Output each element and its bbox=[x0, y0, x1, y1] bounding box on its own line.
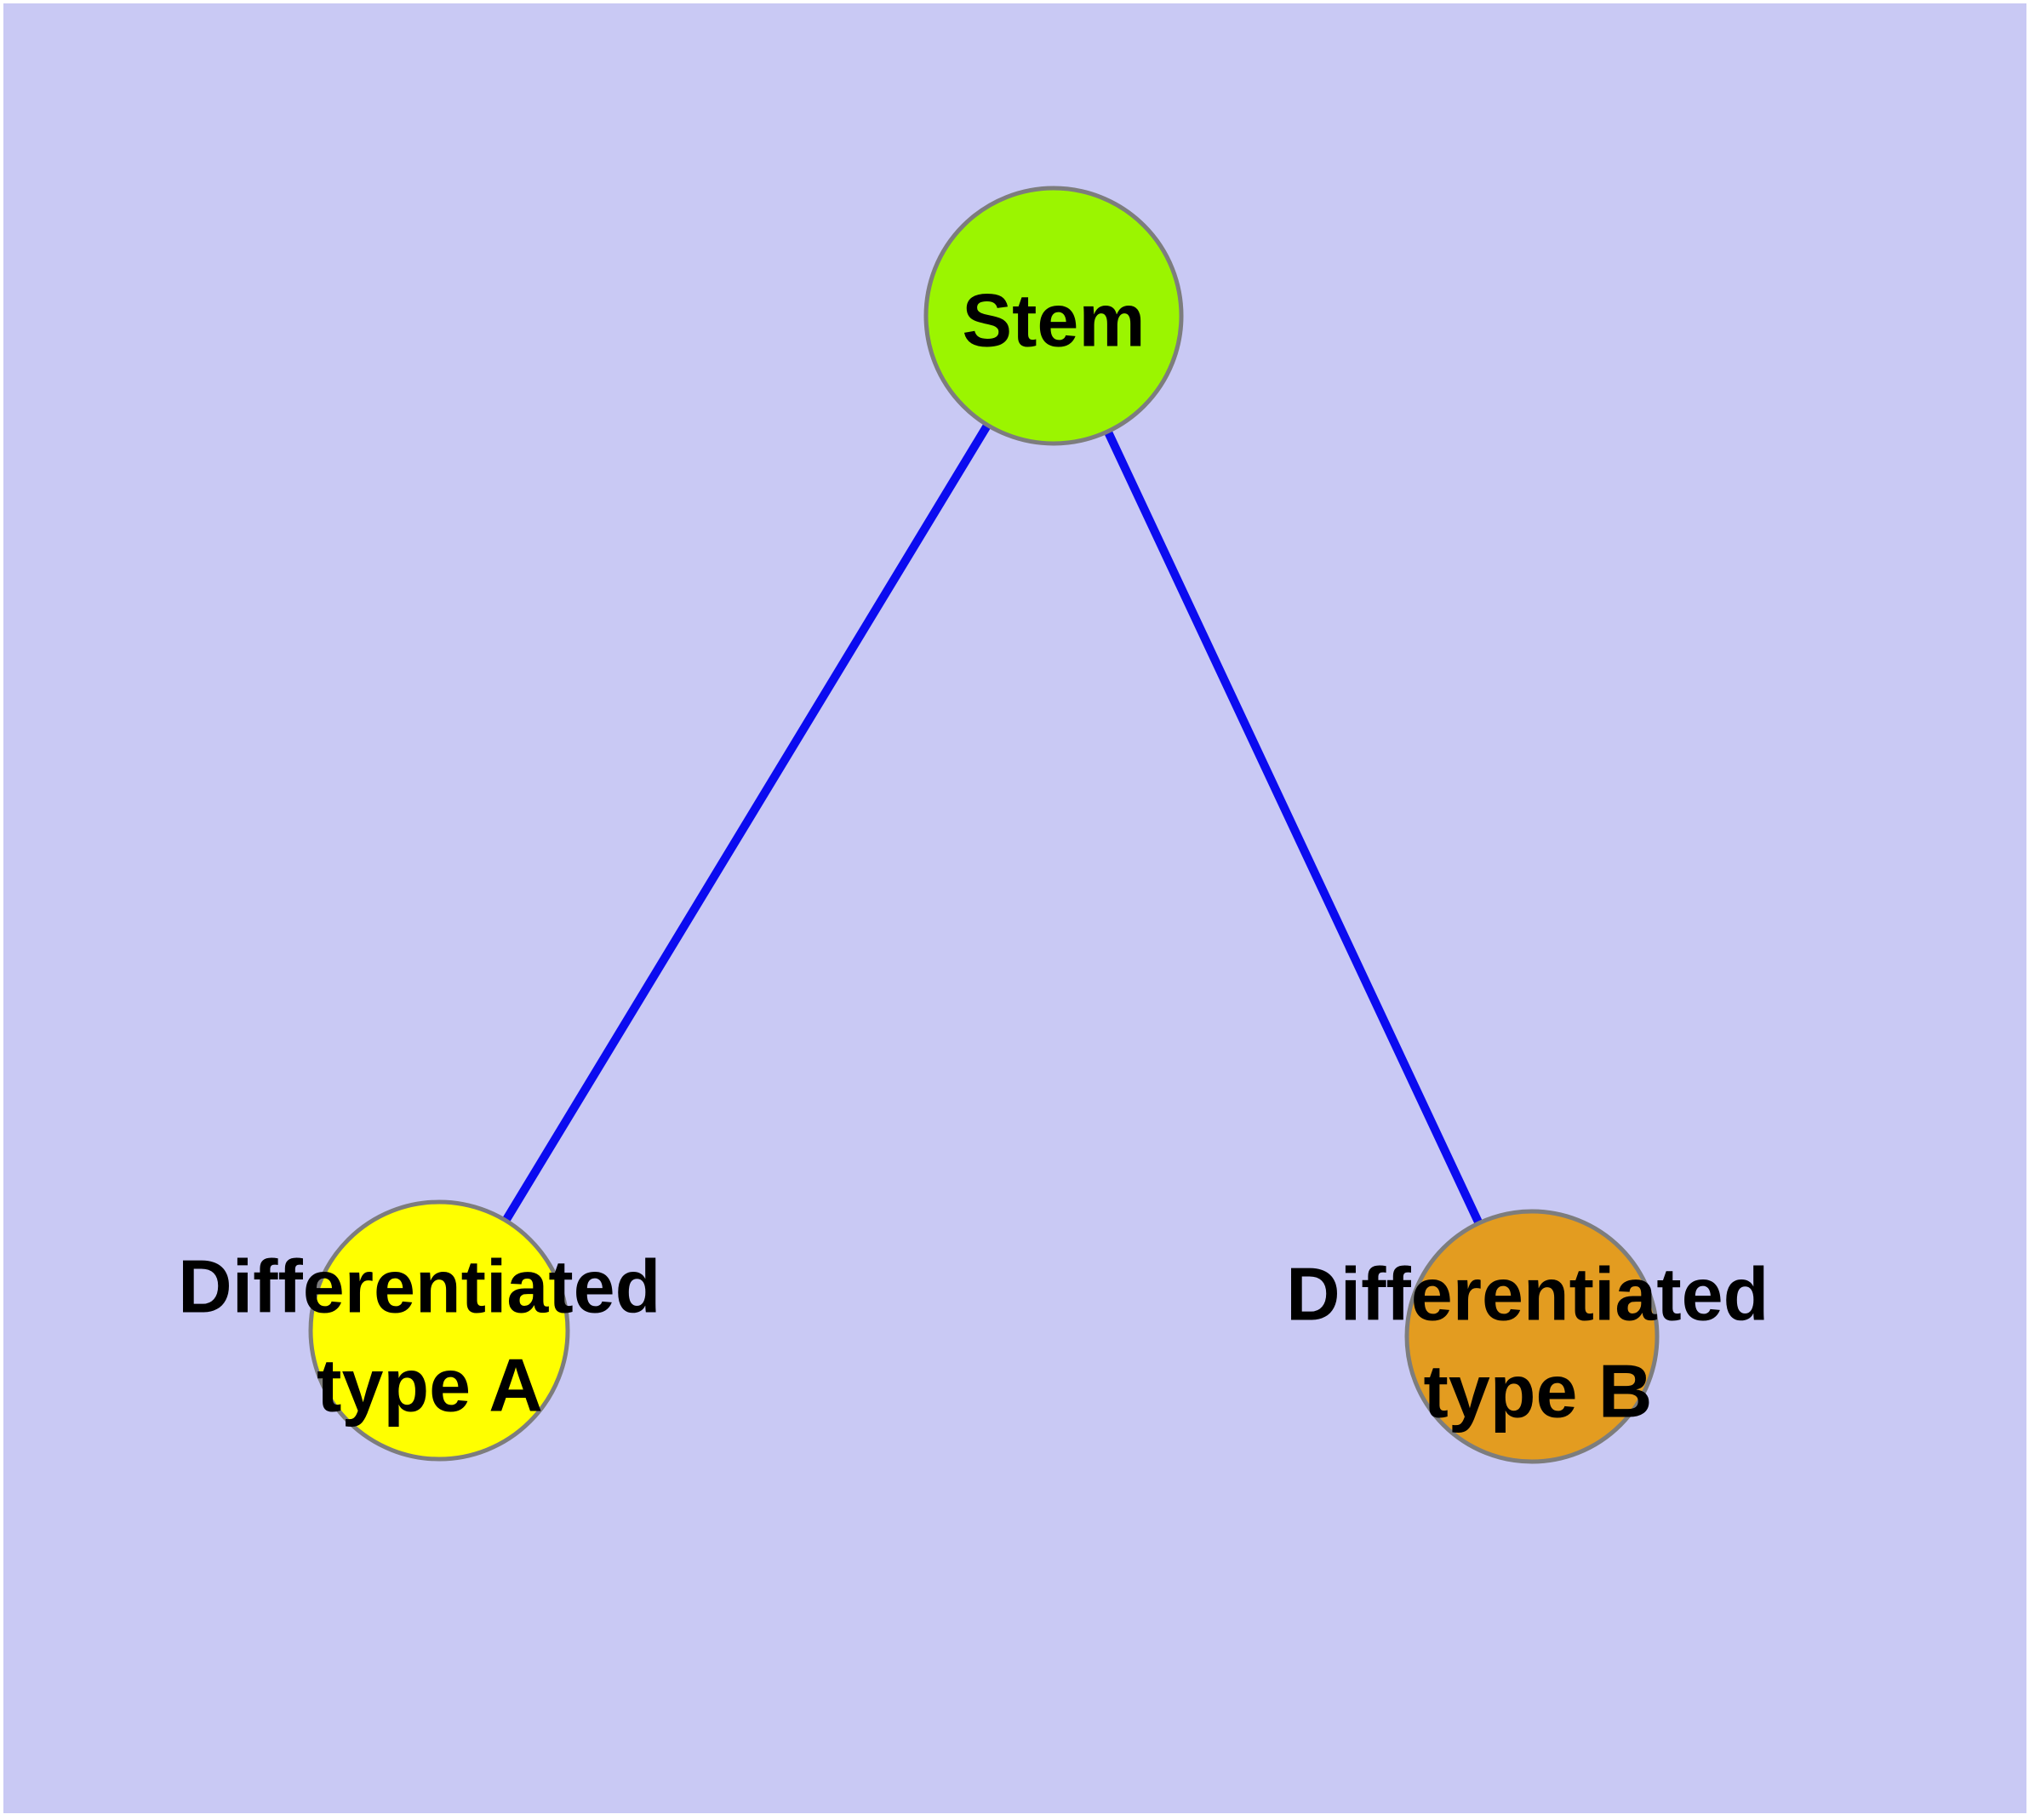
node-stem-label: Stem bbox=[962, 278, 1145, 363]
node-differentiated-type-b-label: Differentiated type B bbox=[1286, 1226, 1790, 1434]
node-differentiated-type-b-label-line2: type B bbox=[1424, 1349, 1653, 1434]
node-differentiated-type-a bbox=[308, 1199, 570, 1462]
node-differentiated-type-b bbox=[1404, 1209, 1660, 1464]
node-stem bbox=[923, 186, 1184, 446]
node-differentiated-type-a-label-line2: type A bbox=[317, 1343, 543, 1428]
node-differentiated-type-b-label-line1: Differentiated bbox=[1286, 1252, 1769, 1336]
edge-stem-to-type-a bbox=[435, 313, 1058, 1333]
node-differentiated-type-a-label-line1: Differentiated bbox=[178, 1245, 660, 1329]
edge-stem-to-type-b bbox=[1049, 313, 1536, 1339]
node-differentiated-type-a-label: Differentiated type A bbox=[178, 1218, 682, 1428]
